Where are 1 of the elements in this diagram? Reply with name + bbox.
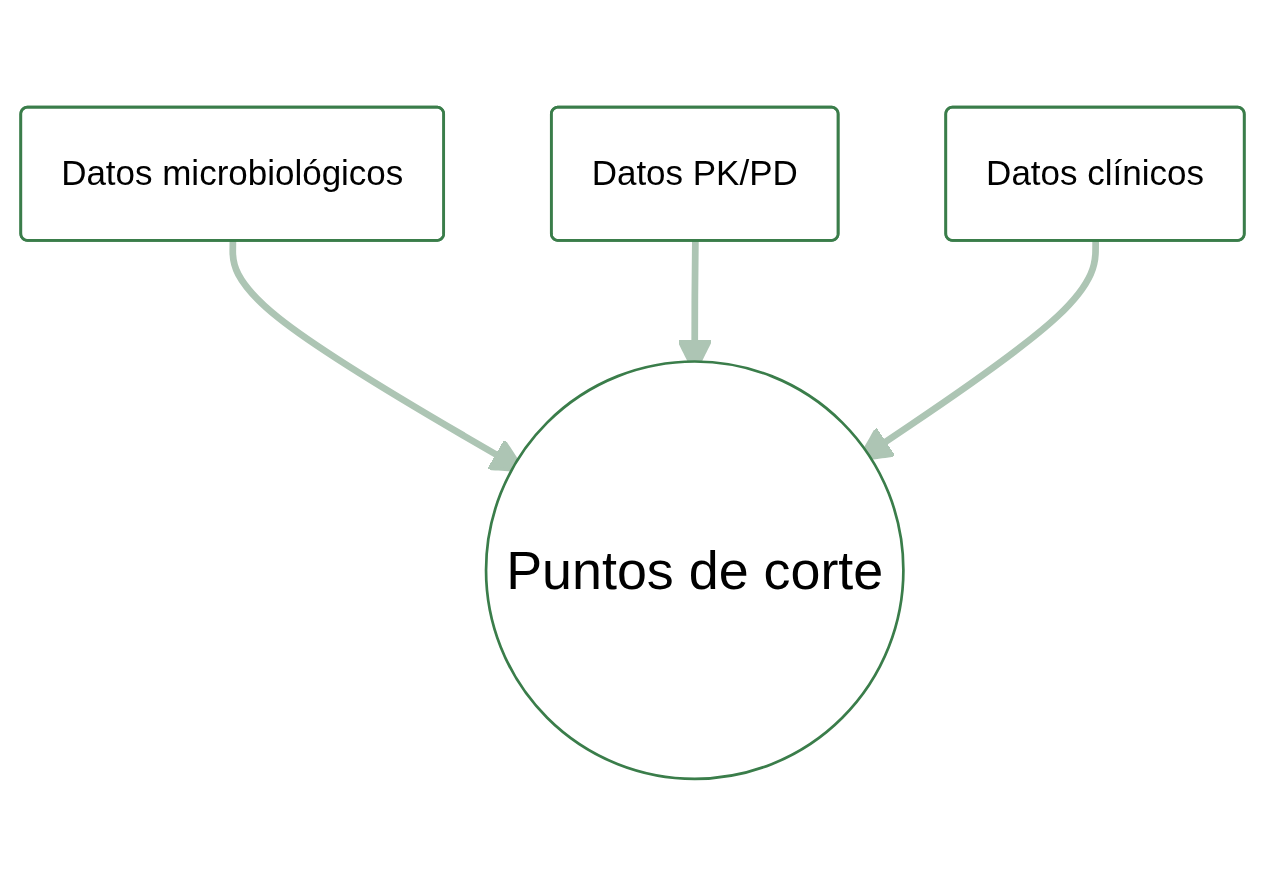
node-circle: Puntos de corte bbox=[484, 360, 905, 781]
